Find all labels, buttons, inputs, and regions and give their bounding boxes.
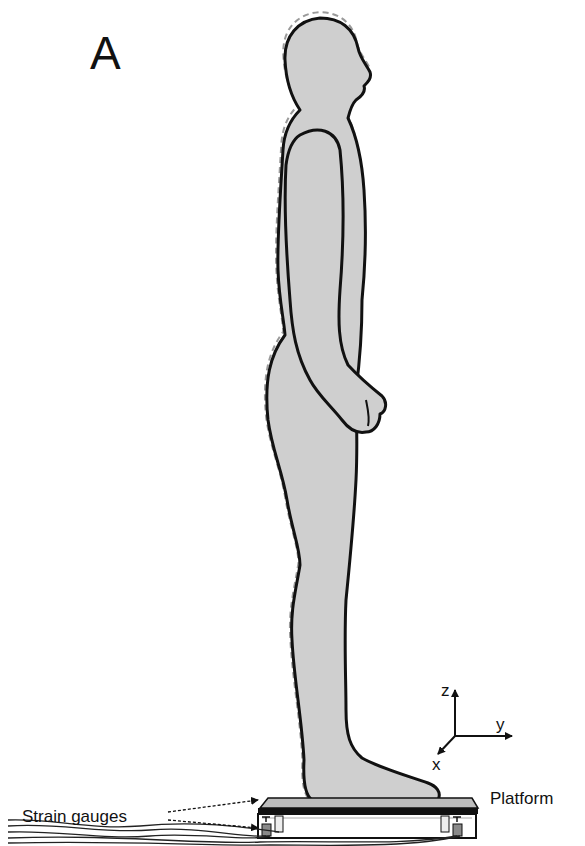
- part-name: Platform: [490, 790, 553, 807]
- leader-lines: [168, 800, 258, 828]
- part-name: Strain gauges: [22, 808, 127, 825]
- arm: [285, 130, 385, 432]
- sway-outline: [265, 12, 439, 800]
- panel-letter: A: [90, 30, 121, 76]
- axis-label: y: [496, 716, 505, 733]
- axis-label: z: [441, 682, 450, 699]
- human-silhouette: [267, 18, 439, 800]
- axes: [438, 690, 512, 754]
- force-platform: [258, 798, 478, 838]
- axis-label: x: [432, 756, 441, 773]
